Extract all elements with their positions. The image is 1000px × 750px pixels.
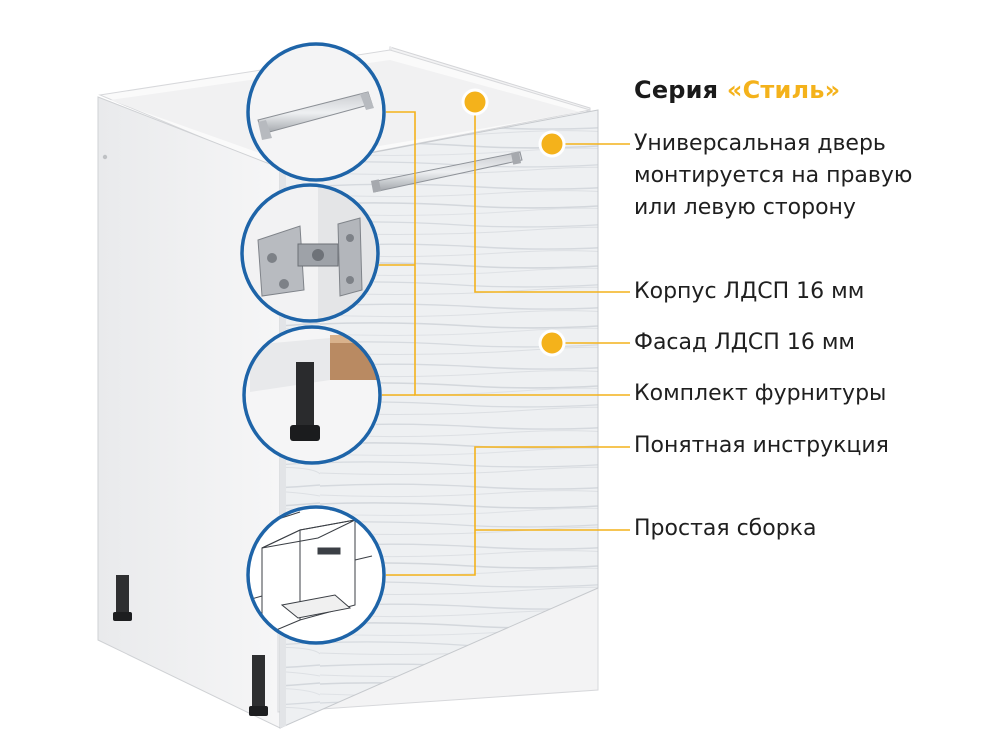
assembly-scheme-detail-circle — [246, 505, 386, 645]
feature-hardware-kit: Комплект фурнитуры — [634, 381, 887, 406]
feature-universal-door: Универсальная дверь монтируется на праву… — [634, 131, 913, 220]
handle-detail-circle — [246, 42, 386, 182]
series-title: Серия «Стиль» — [634, 76, 840, 104]
cabinet-handle — [370, 151, 523, 193]
feature-easy-assembly: Простая сборка — [634, 516, 817, 541]
cabinet-legs — [113, 575, 268, 716]
marker-dots — [461, 88, 566, 357]
adjustable-leg-detail-circle — [242, 325, 382, 465]
feature-instructions: Понятная инструкция — [634, 433, 889, 458]
series-name: «Стиль» — [726, 76, 841, 104]
hinge-detail-circle — [240, 183, 380, 323]
feature-carcass-material: Корпус ЛДСП 16 мм — [634, 279, 865, 304]
leader-lines — [378, 102, 630, 576]
series-title-prefix: Серия — [634, 76, 719, 104]
feature-facade-material: Фасад ЛДСП 16 мм — [634, 330, 856, 355]
